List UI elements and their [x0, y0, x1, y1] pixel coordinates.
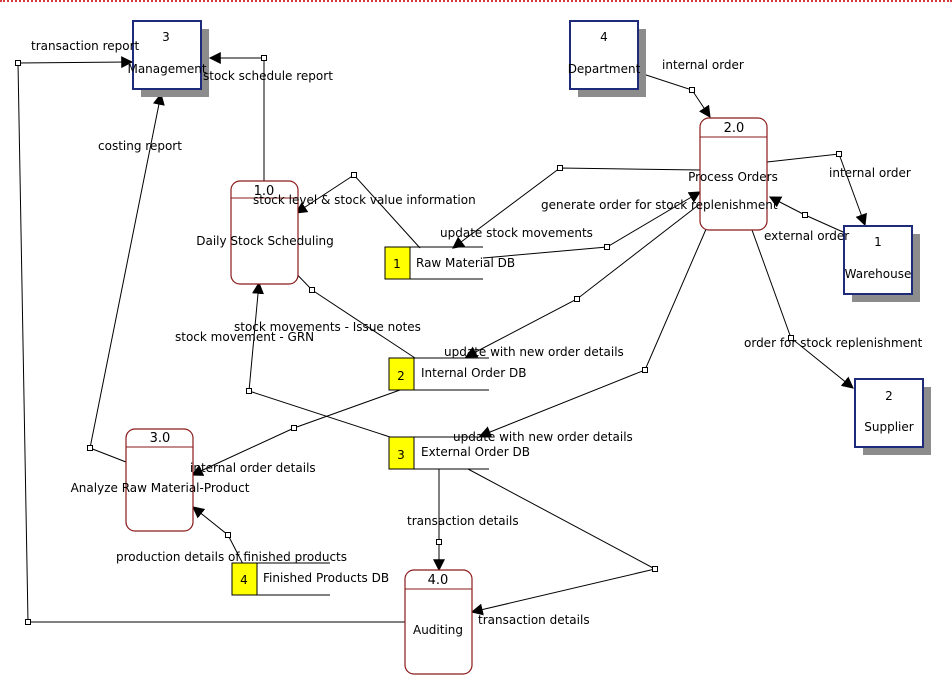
flow-label: order for stock replenishment [744, 336, 923, 350]
store-label: Finished Products DB [263, 571, 389, 585]
entity-box[interactable] [132, 20, 202, 90]
flow-label: stock schedule report [203, 69, 333, 83]
store-internal-order[interactable]: 2 Internal Order DB [388, 357, 526, 391]
flow-label: transaction report [31, 39, 140, 53]
bend-handle[interactable] [225, 532, 231, 538]
flow-label: stock level & stock value information [253, 193, 476, 207]
entity-department[interactable]: 4 Department [568, 20, 646, 97]
entity-management[interactable]: 3 Management [127, 20, 209, 97]
bend-handle[interactable] [15, 60, 21, 66]
process-label: Process Orders [688, 170, 778, 184]
flow-stock-movement-grn[interactable] [248, 281, 391, 438]
process-id: 1.0 [254, 184, 275, 199]
entity-id: 1 [874, 235, 882, 249]
store-id-box [388, 436, 415, 470]
entity-id: 3 [162, 30, 170, 44]
process-label: Daily Stock Scheduling [196, 234, 334, 248]
entity-supplier[interactable]: 2 Supplier [854, 378, 931, 455]
flow-internal-order-out[interactable] [766, 153, 867, 227]
process-box[interactable] [230, 180, 299, 285]
bend-handle[interactable] [836, 151, 842, 157]
entity-id: 4 [600, 30, 608, 44]
bend-handle[interactable] [689, 87, 695, 93]
store-id-box [384, 246, 411, 280]
entity-label: Supplier [864, 420, 914, 434]
store-id: 1 [393, 257, 401, 271]
store-label: Internal Order DB [421, 366, 526, 380]
store-external-order[interactable]: 3 External Order DB [388, 436, 530, 470]
process-id: 4.0 [428, 573, 449, 588]
flow-label: update with new order details [444, 345, 624, 359]
entity-box[interactable] [854, 378, 924, 448]
flow-label: generate order for stock replenishment [541, 198, 778, 212]
flow-label: internal order [829, 166, 911, 180]
process-id: 3.0 [150, 431, 171, 446]
process-3[interactable]: 3.0 Analyze Raw Material-Product [71, 428, 250, 532]
process-label: Auditing [413, 623, 463, 637]
entity-label: Management [127, 62, 206, 76]
store-label: Raw Material DB [416, 256, 515, 270]
process-box[interactable] [125, 428, 194, 532]
bend-handle[interactable] [642, 367, 648, 373]
bend-handle[interactable] [291, 425, 297, 431]
flow-update-external[interactable] [478, 219, 711, 438]
flow-label: internal order details [190, 461, 316, 475]
flow-label: costing report [98, 139, 182, 153]
process-label: Analyze Raw Material-Product [71, 481, 250, 495]
flow-labels: transaction report stock schedule report… [31, 39, 923, 627]
bend-handles [15, 55, 842, 625]
entity-box[interactable] [569, 20, 639, 90]
flow-order-replenishment[interactable] [751, 229, 854, 389]
flow-label: update stock movements [440, 226, 593, 240]
store-id: 3 [397, 448, 405, 462]
entity-label: Warehouse [845, 267, 912, 281]
store-label: External Order DB [421, 445, 530, 459]
bend-handle[interactable] [557, 165, 563, 171]
flow-internal-order-in[interactable] [639, 72, 711, 118]
bend-handle[interactable] [261, 55, 267, 61]
process-box[interactable] [699, 117, 768, 231]
bend-handle[interactable] [574, 296, 580, 302]
bend-handle[interactable] [436, 539, 442, 545]
bend-handle[interactable] [604, 244, 610, 250]
entity-label: Department [568, 62, 641, 76]
entity-id: 2 [885, 389, 893, 403]
process-1[interactable]: 1.0 Daily Stock Scheduling [196, 180, 334, 285]
top-border [0, 0, 952, 2]
flow-label: transaction details [407, 514, 519, 528]
store-raw-material[interactable]: 1 Raw Material DB [384, 246, 515, 280]
bend-handle[interactable] [309, 287, 315, 293]
flow-transaction-report[interactable] [17, 56, 405, 623]
entity-box[interactable] [843, 225, 913, 295]
flow-label: update with new order details [453, 430, 633, 444]
process-box[interactable] [404, 569, 473, 675]
entity-warehouse[interactable]: 1 Warehouse [843, 225, 920, 302]
bend-handle[interactable] [87, 445, 93, 451]
bend-handle[interactable] [25, 619, 31, 625]
bend-handle[interactable] [802, 212, 808, 218]
store-id-box [388, 357, 415, 391]
store-id-box [231, 562, 258, 596]
flow-label: transaction details [478, 613, 590, 627]
flow-label: production details of finished products [116, 550, 347, 564]
bend-handle[interactable] [788, 335, 794, 341]
store-id: 4 [240, 573, 248, 587]
bend-handle[interactable] [351, 172, 357, 178]
store-finished-products[interactable]: 4 Finished Products DB [231, 562, 389, 596]
flow-transaction-details-2[interactable] [467, 468, 657, 616]
bend-handle[interactable] [246, 388, 252, 394]
flow-update-internal[interactable] [464, 199, 706, 358]
flow-label: external order [764, 229, 849, 243]
process-2[interactable]: 2.0 Process Orders [688, 117, 778, 231]
process-id: 2.0 [724, 121, 745, 136]
bend-handle[interactable] [652, 566, 658, 572]
flow-label: internal order [662, 58, 744, 72]
process-4[interactable]: 4.0 Auditing [404, 569, 473, 675]
store-id: 2 [397, 369, 405, 383]
flow-label: stock movement - GRN [175, 330, 314, 344]
flow-label: stock movements - Issue notes [234, 320, 421, 334]
